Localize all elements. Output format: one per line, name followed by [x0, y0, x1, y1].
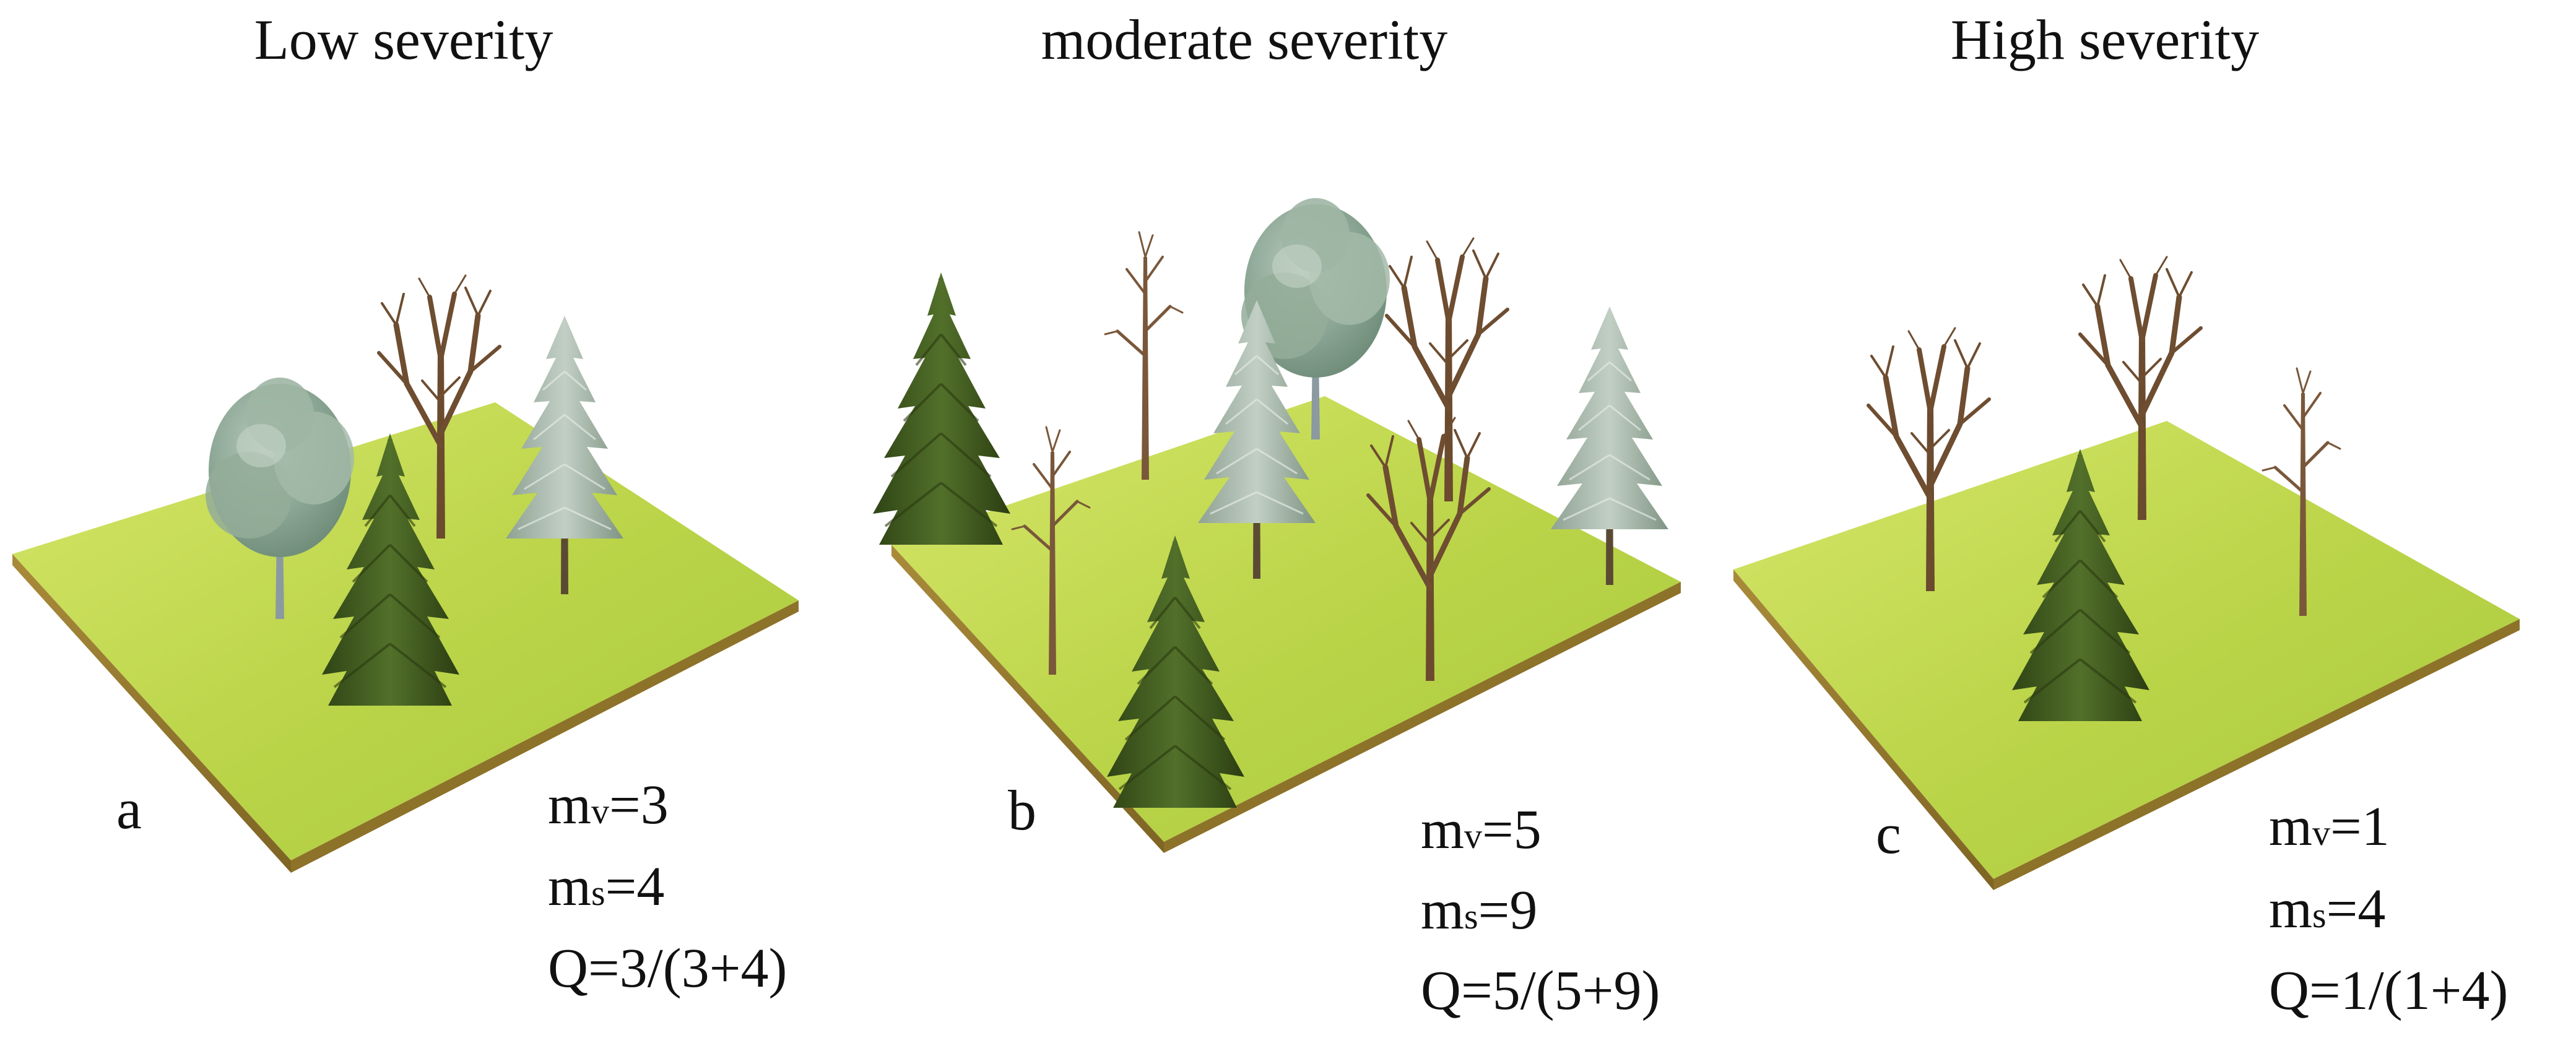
- panel-b-q: Q=5/(5+9): [1421, 960, 1660, 1021]
- panel-c-title: High severity: [1951, 8, 2259, 71]
- panel-a-title: Low severity: [254, 8, 553, 71]
- panel-b-mv: mv=5: [1421, 799, 1542, 860]
- panel-b-edge-left: [891, 545, 1164, 853]
- panel-a-q: Q=3/(3+4): [548, 938, 787, 999]
- panel-c-edge-right: [1993, 619, 2520, 890]
- panel-c-ms: ms=4: [2269, 878, 2385, 940]
- panel-b-ms: ms=9: [1421, 880, 1537, 941]
- panel-c-edge-left: [1733, 569, 1993, 890]
- spruce-tree-icon: [872, 271, 1012, 546]
- panel-a-ms: ms=4: [548, 856, 664, 917]
- panel-a-edge-right: [291, 600, 799, 873]
- panel-b-edge-right: [1164, 582, 1681, 853]
- panel-a: Low severity a mv=3 ms=4 Q=3/(3+4): [12, 8, 799, 999]
- panel-a-mv: mv=3: [548, 774, 669, 836]
- dead-tree-icon: [1105, 232, 1182, 480]
- panel-c-q: Q=1/(1+4): [2269, 960, 2508, 1021]
- panel-c-letter: c: [1876, 802, 1901, 865]
- panel-b: moderate severity b mv=5 ms=9 Q=5/(5+9): [872, 8, 1681, 1021]
- panel-c: High severity c mv=1 ms=4 Q=1/(1+4): [1733, 8, 2520, 1021]
- panel-b-title: moderate severity: [1041, 8, 1448, 71]
- panel-c-mv: mv=1: [2269, 796, 2390, 857]
- panel-a-edge-left: [12, 554, 291, 873]
- panel-a-letter: a: [116, 777, 142, 841]
- panel-b-letter: b: [1008, 779, 1036, 842]
